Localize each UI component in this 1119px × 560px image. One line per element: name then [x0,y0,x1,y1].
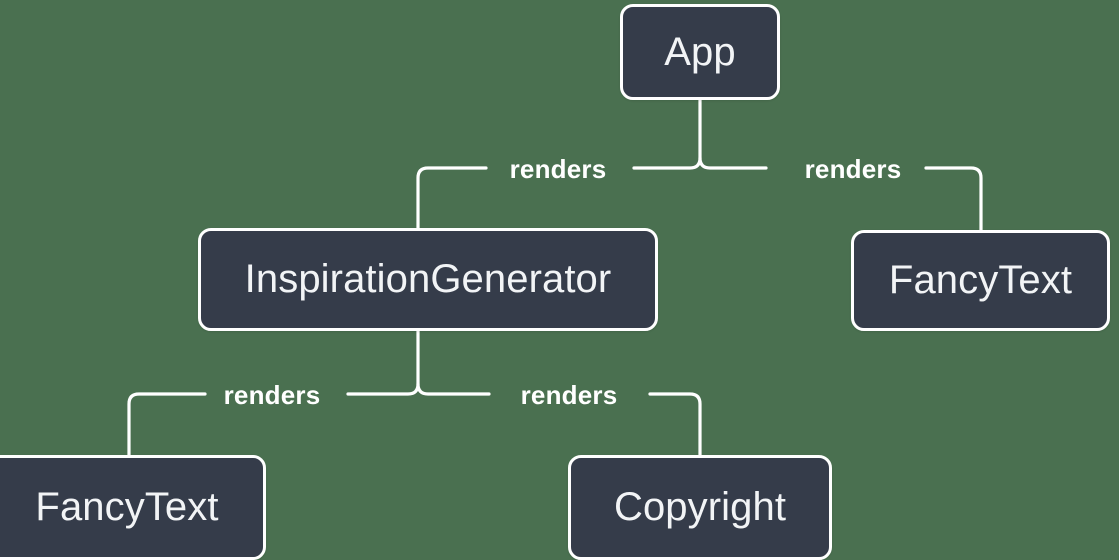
node-fancytext-right-label: FancyText [888,258,1073,302]
node-fancytext-left[interactable]: FancyText [0,455,266,560]
edge-label-inspiration-to-copyright: renders [520,380,618,410]
edge-label-app-to-fancytext-right: renders [804,154,902,184]
node-app-label: App [664,29,736,74]
edge-label-inspiration-to-fancytext-left: renders [223,380,321,410]
node-fancytext-left-label: FancyText [35,485,219,529]
node-inspiration-generator-label: InspirationGenerator [244,257,612,301]
node-copyright[interactable]: Copyright [568,455,832,560]
node-inspiration-generator[interactable]: InspirationGenerator [198,228,658,331]
node-app[interactable]: App [620,4,780,100]
edge-label-app-to-inspiration: renders [509,154,607,184]
node-fancytext-right[interactable]: FancyText [851,230,1110,331]
node-copyright-label: Copyright [613,485,787,529]
